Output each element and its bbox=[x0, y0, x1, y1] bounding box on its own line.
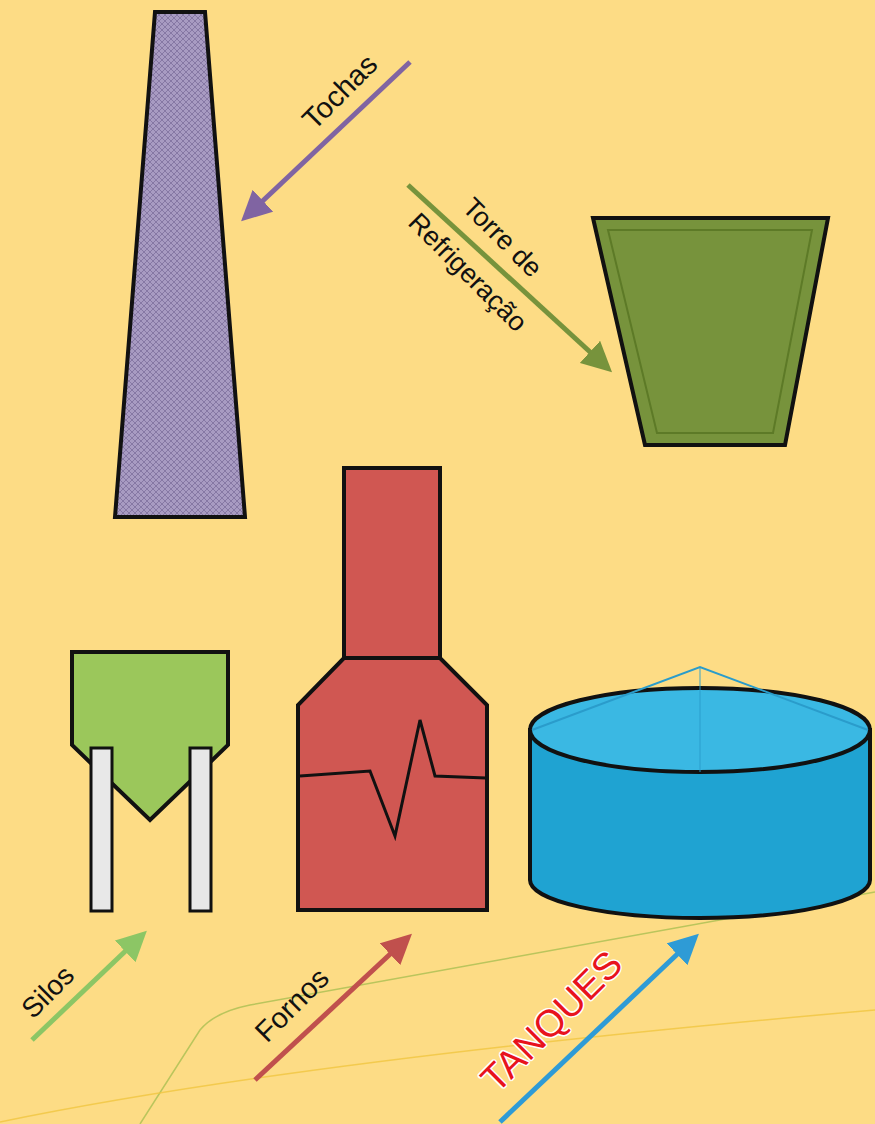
part-label: Silos bbox=[15, 959, 82, 1026]
part-label: Tochas bbox=[295, 47, 385, 137]
furnace-zigzag bbox=[300, 720, 486, 836]
furnace-chimney bbox=[344, 468, 440, 658]
flare-stack bbox=[115, 12, 245, 517]
background-line bbox=[140, 892, 875, 1124]
tank-cone-ridge bbox=[699, 667, 701, 772]
cooling-tower-bevel bbox=[608, 230, 812, 433]
part-label: Fornos bbox=[248, 961, 336, 1049]
part-label: Torre de Refrigeração bbox=[380, 150, 590, 360]
cooling-tower bbox=[593, 218, 828, 445]
silo-leg bbox=[91, 748, 112, 911]
part-label: TANQUES bbox=[472, 942, 632, 1102]
background-line bbox=[0, 1010, 875, 1122]
furnace bbox=[298, 658, 487, 910]
silo-leg bbox=[190, 748, 211, 911]
